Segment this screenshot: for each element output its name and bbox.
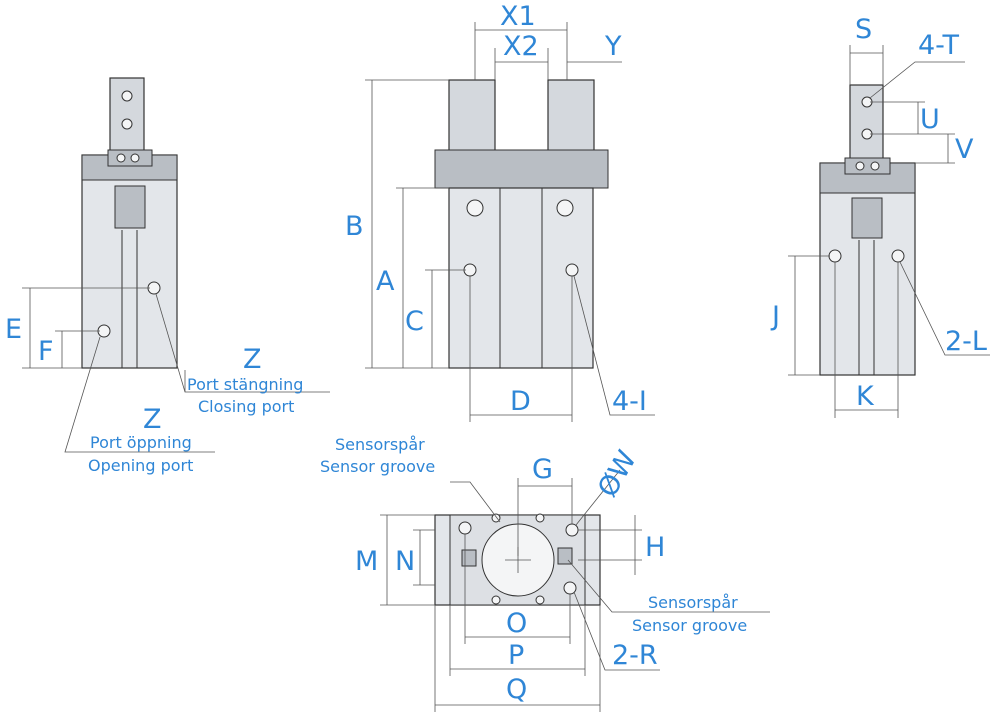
front-hole-top-right — [556, 199, 574, 217]
right-hole-left — [828, 249, 842, 263]
label-o: O — [506, 608, 527, 639]
bottom-slot-right — [557, 547, 573, 565]
label-p: P — [508, 640, 524, 671]
label-d: D — [510, 386, 531, 417]
bottom-hole-tl — [458, 521, 472, 535]
label-n: N — [395, 546, 415, 577]
sensor-groove-bottom-leader — [567, 559, 770, 613]
right-clamp-screw-2 — [870, 161, 880, 171]
label-phi-w: ØW — [592, 445, 643, 502]
phi-w-leader — [575, 469, 621, 526]
label-k: K — [856, 381, 875, 412]
label-a: A — [376, 266, 395, 297]
left-clamp-screw-2 — [130, 153, 140, 163]
right-side-view — [788, 45, 990, 418]
label-m: M — [355, 546, 378, 577]
label-sensor-groove-sv-top: Sensorspår — [335, 435, 425, 454]
left-clamp — [107, 149, 153, 167]
left-clamp-screw-1 — [116, 153, 126, 163]
two-l-leader — [899, 261, 990, 356]
left-finger-screw-top — [121, 90, 133, 102]
bottom-hole-tr — [565, 523, 579, 537]
label-b: B — [345, 211, 364, 242]
right-clamp — [844, 157, 891, 175]
label-q: Q — [506, 674, 527, 705]
label-x1: X1 — [500, 1, 536, 32]
left-finger-screw-bottom — [121, 118, 133, 130]
label-sensor-groove-sv-bottom: Sensorspår — [648, 593, 738, 612]
front-top-block — [434, 149, 609, 189]
labels: X1 X2 Y B A C D 4-I E F Z Port stängning… — [5, 1, 987, 705]
label-sensor-groove-bottom: Sensor groove — [632, 616, 747, 635]
four-i-leader — [573, 275, 655, 416]
label-port-closing-sv: Port stängning — [187, 375, 303, 394]
front-hole-mid-right — [565, 263, 579, 277]
front-view — [365, 22, 655, 422]
opening-port-leader — [64, 336, 215, 453]
label-g: G — [532, 454, 553, 485]
label-z-opening: Z — [143, 404, 162, 435]
right-hole-right — [891, 249, 905, 263]
bottom-small-hole-2 — [535, 513, 545, 523]
label-u: U — [920, 104, 940, 135]
four-t-leader — [869, 61, 965, 99]
bottom-small-hole-4 — [535, 595, 545, 605]
label-z-closing: Z — [243, 344, 262, 375]
label-port-opening-sv: Port öppning — [90, 433, 192, 452]
front-hole-top-left — [466, 199, 484, 217]
label-h: H — [645, 532, 665, 563]
front-body — [448, 187, 594, 369]
label-opening-port: Opening port — [88, 456, 193, 475]
left-mechanism — [114, 185, 146, 229]
label-four-i: 4-I — [612, 386, 647, 417]
label-j: J — [770, 301, 780, 332]
label-v: V — [955, 134, 974, 165]
left-side-view — [22, 77, 330, 453]
bottom-view — [380, 469, 770, 712]
label-y: Y — [604, 31, 622, 62]
front-right-jaw — [547, 79, 595, 153]
front-left-jaw — [448, 79, 496, 153]
right-body — [819, 162, 916, 376]
label-s: S — [855, 14, 872, 45]
right-clamp-screw-1 — [855, 161, 865, 171]
label-four-t: 4-T — [918, 30, 959, 61]
label-closing-port: Closing port — [198, 397, 294, 416]
bottom-small-hole-3 — [491, 595, 501, 605]
label-x2: X2 — [503, 31, 539, 62]
two-r-leader — [573, 591, 660, 671]
label-sensor-groove-top: Sensor groove — [320, 457, 435, 476]
sensor-groove-top-leader — [450, 481, 501, 523]
label-c: C — [405, 306, 424, 337]
label-two-l: 2-L — [945, 326, 987, 357]
label-two-r: 2-R — [612, 640, 658, 671]
bottom-slot-left — [461, 549, 477, 567]
label-f: F — [38, 336, 54, 367]
label-e: E — [5, 314, 22, 345]
right-mechanism — [851, 197, 883, 239]
